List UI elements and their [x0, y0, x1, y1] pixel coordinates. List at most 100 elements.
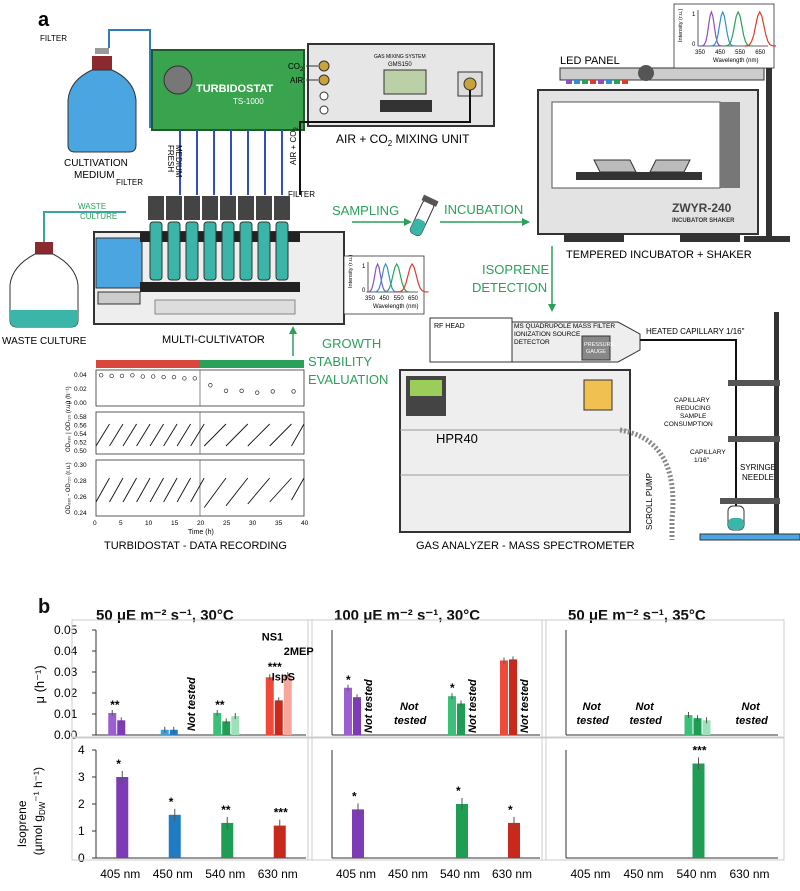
iso-ytick: 4 — [78, 743, 85, 757]
growth-rate-bar — [222, 721, 231, 735]
wavelength-label: 630 nm — [492, 867, 532, 881]
tube-caps — [148, 196, 290, 220]
growth-rate-point — [270, 389, 275, 394]
mu-ylabel: μ (h⁻¹) — [32, 665, 47, 703]
led-strip — [566, 80, 628, 84]
significance-marker: *** — [274, 806, 288, 820]
spectrum-ytick: 0 — [692, 42, 696, 48]
turbidostat-unit: TURBIDOSTAT TS-1000 — [151, 49, 305, 131]
mu-ytick: 0.00 — [54, 728, 78, 742]
iso-chart-frame — [541, 737, 785, 861]
spectrum-xtick: 450 — [379, 296, 390, 302]
sampling-label: SAMPLING — [332, 203, 399, 218]
growth-rate-point — [151, 374, 156, 379]
mu-ytick: 0.03 — [54, 665, 78, 679]
panel-a-letter: a — [38, 9, 50, 31]
growth-rate-bar — [353, 697, 361, 735]
iso-ytick: 1 — [78, 824, 85, 838]
pressure-gauge-label-1: PRESSURE — [584, 342, 615, 348]
recording-xtick: 5 — [119, 520, 123, 527]
wavelength-label: 450 nm — [624, 867, 664, 881]
heated-capillary-label: HEATED CAPILLARY 1/16" — [646, 327, 745, 336]
spectrum-peak-3 — [382, 262, 412, 293]
growth-rate-point — [171, 374, 177, 380]
filter-label-2: FILTER — [116, 178, 143, 187]
wavelength-label: 630 nm — [258, 867, 298, 881]
recording-ytick: 0.24 — [74, 510, 87, 517]
not-tested-label: Not — [636, 701, 656, 713]
growth-rate-point — [109, 373, 114, 379]
ms-filter-label-1: MS QUADRUPOLE MASS FILTER — [514, 323, 615, 330]
recording-ytick: 0.52 — [74, 440, 87, 447]
capillary-reducing-label-3: SAMPLE — [680, 413, 707, 420]
recording-xtick: 30 — [249, 520, 257, 527]
ms-filter-label-2: IONIZATION SOURCE — [514, 331, 581, 338]
isoprene-ylabel-1: Isoprene — [15, 800, 29, 847]
panel-b-letter: b — [38, 596, 51, 618]
spectrum-xlabel: Wavelength (nm) — [713, 58, 758, 64]
wavelength-label: 450 nm — [388, 867, 428, 881]
growth-rate-bar — [500, 660, 508, 735]
spectrum-xtick: 650 — [755, 50, 766, 56]
led-panel-knob — [638, 65, 654, 81]
multi-cultivator-label: MULTI-CULTIVATOR — [162, 334, 265, 346]
significance-marker: * — [450, 681, 455, 695]
incubator-shaker — [537, 89, 759, 242]
growth-rate-bar — [684, 715, 693, 735]
recording-ytick: 0.54 — [74, 431, 87, 438]
growth-rate-point — [99, 373, 104, 378]
od-trace-1 — [95, 423, 305, 447]
recording-ytick: 0.04 — [74, 372, 87, 379]
recording-ytick: 0.58 — [74, 414, 87, 421]
turbidostat-model: TS-1000 — [233, 97, 264, 106]
not-tested-label: tested — [736, 715, 769, 727]
phase-bar-red — [96, 360, 200, 368]
growth-rate-point — [223, 388, 229, 393]
growth-rate-bar — [231, 716, 240, 735]
mixing-unit-label: AIR + CO2 MIXING UNIT — [336, 132, 470, 148]
isoprene-detection-label-2: DETECTION — [472, 280, 547, 295]
spectrum-ylabel: Intensity (r.u.) — [348, 255, 354, 288]
recording-ytick: 0.56 — [74, 423, 87, 430]
spectrum-ytick: 0 — [362, 288, 366, 294]
significance-marker: * — [456, 784, 461, 798]
not-tested-label: tested — [577, 715, 610, 727]
mu-chart-frame — [71, 619, 313, 738]
strain-label-2mep: 2MEP — [284, 646, 314, 658]
iso-ytick: 3 — [78, 770, 85, 784]
capillary-116-label-2: 1/16" — [694, 457, 710, 464]
growth-rate-bar — [457, 703, 465, 735]
spectrum-peak-2 — [709, 10, 736, 47]
wavelength-label: 405 nm — [100, 867, 140, 881]
turbidostat-recording-chart: 0.040.020.00μ (h⁻¹)0.580.560.540.520.50O… — [66, 360, 309, 536]
incubator-model: ZWYR-240 — [672, 201, 732, 215]
iso-ytick: 2 — [78, 797, 85, 811]
recording-ytick: 0.50 — [74, 448, 87, 455]
mu-ytick: 0.04 — [54, 644, 78, 658]
not-tested-label: tested — [630, 715, 663, 727]
iso-chart-frame — [71, 737, 313, 861]
waste-culture-bottle — [9, 242, 79, 328]
significance-marker: * — [508, 803, 513, 817]
waste-culture-label: WASTE CULTURE — [2, 336, 87, 347]
lab-stand-rod — [766, 60, 772, 242]
growth-rate-point — [119, 373, 125, 379]
significance-marker: ** — [221, 803, 231, 817]
growth-rate-bar — [274, 700, 283, 735]
fresh-medium-label-1: FRESH — [166, 145, 175, 172]
spectrum-xtick: 450 — [715, 50, 726, 56]
syringe-needle-label-2: NEEDLE — [742, 473, 774, 482]
recording-xtick: 35 — [275, 520, 283, 527]
isoprene-bar — [456, 804, 468, 858]
phase-bar-green — [200, 360, 304, 368]
wavelength-label: 405 nm — [336, 867, 376, 881]
mu-chart-frame — [307, 619, 547, 738]
growth-stability-label-3: EVALUATION — [308, 372, 388, 387]
growth-rate-point — [130, 373, 135, 378]
ms-filter-label-3: DETECTOR — [514, 339, 550, 346]
incubation-label: INCUBATION — [444, 202, 523, 217]
recording-xtick: 20 — [197, 520, 205, 527]
air-input-label: AIR — [290, 76, 304, 85]
growth-rate-point — [291, 389, 296, 394]
